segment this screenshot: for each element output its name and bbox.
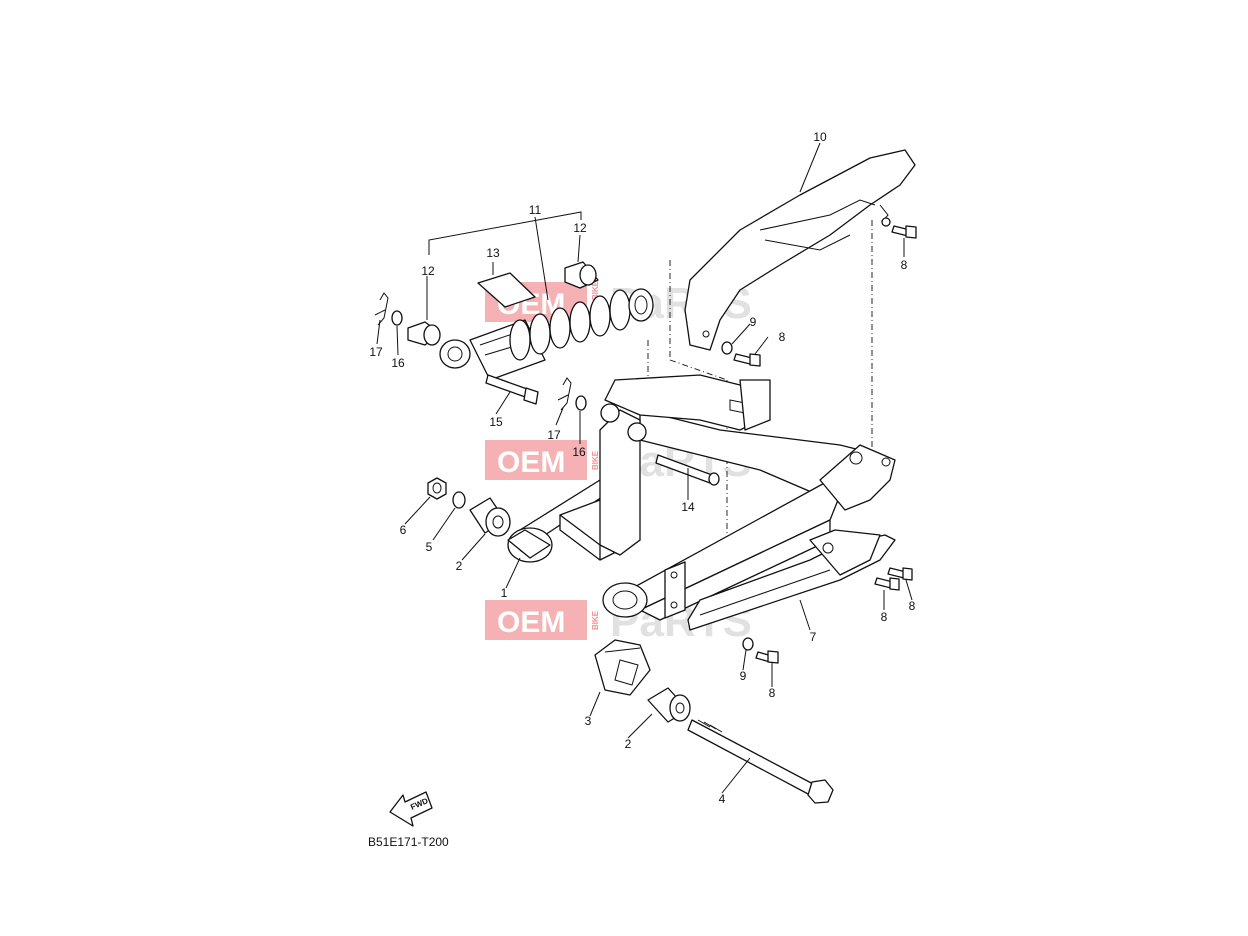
callout-2: 2 [625,737,632,751]
callout-10: 10 [813,130,827,144]
collar-upper [469,497,511,537]
swingarm [507,374,896,621]
diagram-code: B51E171-T200 [368,835,449,849]
callout-8: 8 [769,686,776,700]
bolt-8-lower-a [874,577,900,591]
callout-12: 12 [573,221,587,235]
callout-17: 17 [369,345,383,359]
callout-17: 17 [547,428,561,442]
callout-13: 13 [486,246,500,260]
shock-bushing-right [564,261,599,289]
washer-9-lower [742,637,754,651]
svg-text:BIKE: BIKE [591,610,600,630]
collar-lower [647,687,691,723]
rear-shock [439,288,654,381]
pivot-cover [594,639,651,696]
washer-9-mid [721,341,733,355]
callout-16: 16 [391,356,405,370]
callout-9: 9 [750,315,757,329]
callout-11: 11 [529,203,542,217]
bolt-8-top-right [881,217,917,239]
bolt-8-lower-b [887,567,913,581]
nut [427,477,447,500]
callout-15: 15 [489,415,503,429]
cotter-pin-left [374,292,389,326]
callout-8: 8 [779,330,786,344]
callout-4: 4 [719,792,726,806]
pivot-shaft [687,719,834,804]
callout-16: 16 [572,445,586,459]
bushing-1 [507,529,551,559]
cotter-pin-right [557,377,572,411]
callout-6: 6 [400,523,407,537]
svg-text:BIKE: BIKE [591,450,600,470]
washer-5 [452,491,466,509]
svg-text:OEM: OEM [497,606,565,639]
svg-text:OEM: OEM [497,446,565,479]
chain-guard [684,149,916,351]
callout-9: 9 [740,669,747,683]
callout-8: 8 [901,258,908,272]
callout-12: 12 [421,264,435,278]
bolt-8-bottom [755,650,779,664]
leader-lines [376,142,913,794]
callout-7: 7 [810,630,817,644]
svg-text:BIKE: BIKE [591,280,600,300]
callout-2: 2 [456,559,463,573]
callout-5: 5 [426,540,433,554]
callout-8: 8 [909,599,916,613]
washer-right [575,395,587,411]
shock-bushing-left [407,321,441,346]
fwd-arrow-icon: FWD [389,791,433,827]
callout-1: 1 [501,586,508,600]
callout-8: 8 [881,610,888,624]
bolt-8-mid [733,353,761,367]
washer-left [391,310,403,326]
callout-14: 14 [681,500,695,514]
link-bolt [655,454,720,486]
chain-guide [687,529,896,631]
shock-bolt [485,374,539,405]
callout-3: 3 [585,714,592,728]
callouts: 10 8 8 9 11 12 13 12 17 16 15 17 16 14 6… [369,130,915,806]
label-sticker [477,272,536,308]
